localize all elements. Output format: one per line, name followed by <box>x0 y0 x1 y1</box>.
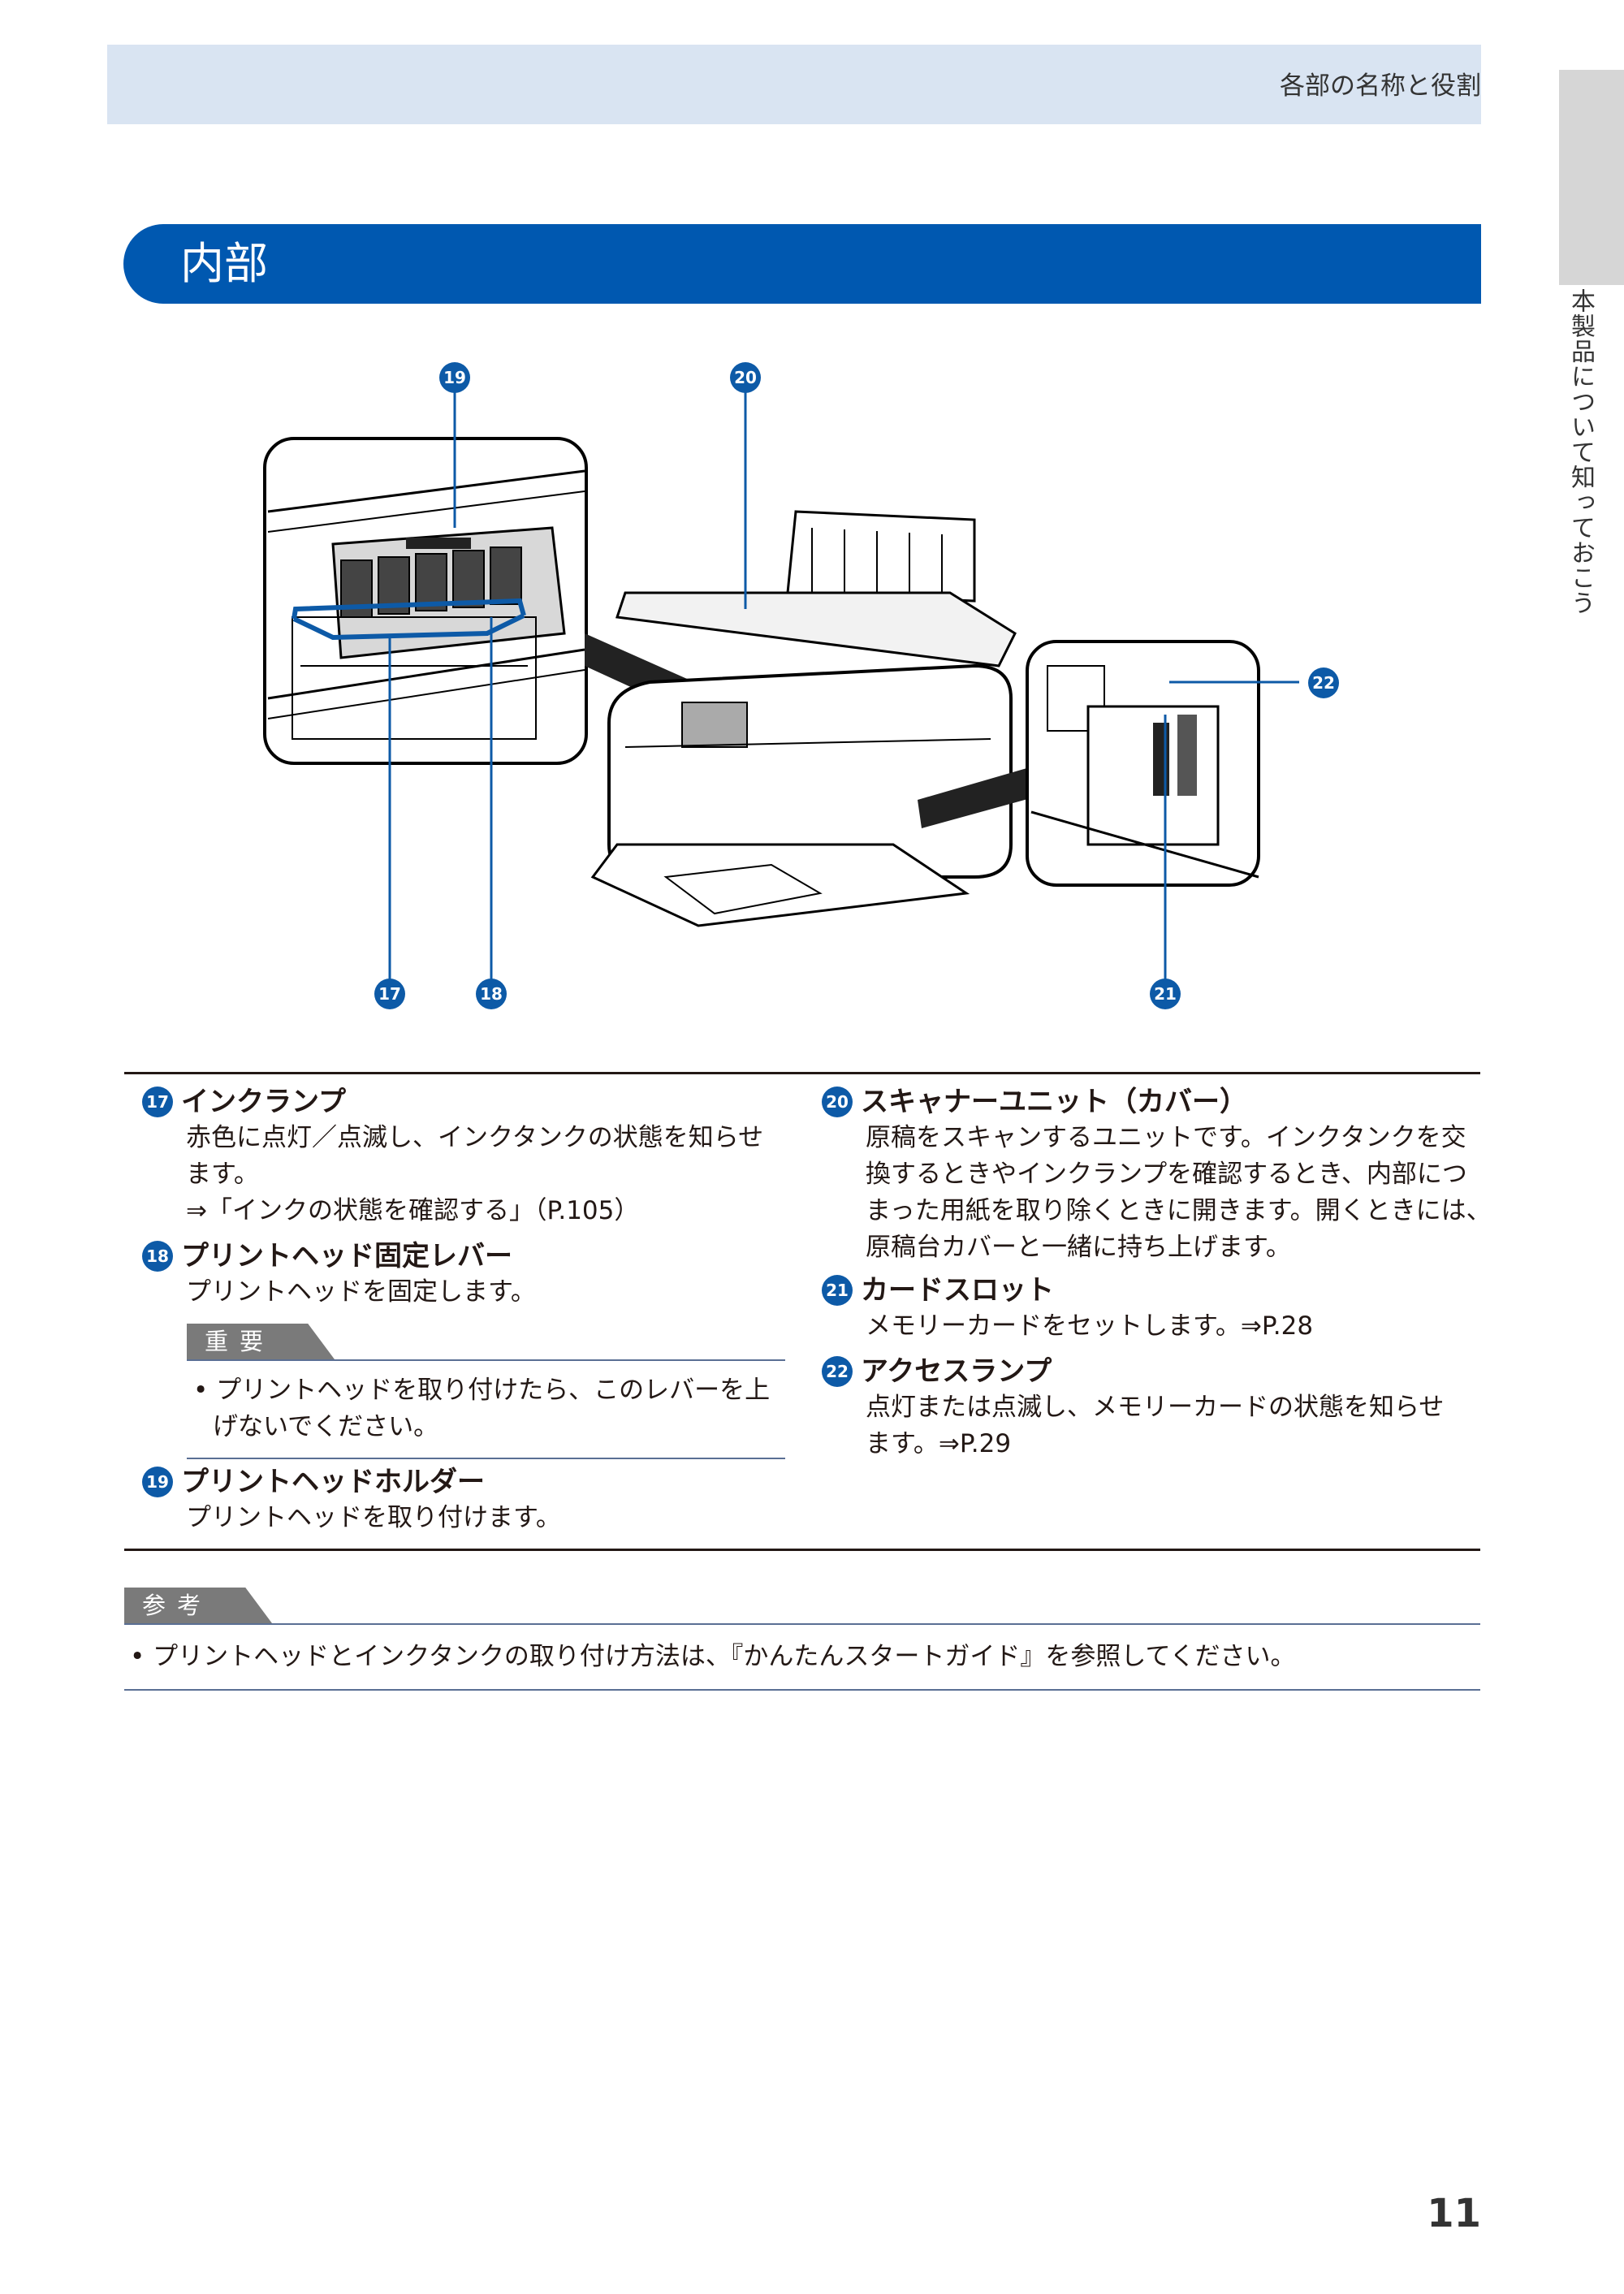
item-20-desc-line: 換するときやインクランプを確認するとき、内部につ <box>866 1160 1467 1189</box>
item-21: 21 カードスロット メモリーカードをセットします。⇒P.28 <box>822 1272 1313 1345</box>
table-bottom-rule <box>124 1549 1480 1551</box>
callout-20: 20 <box>730 362 761 393</box>
item-17-number: 17 <box>142 1087 173 1117</box>
item-18: 18 プリントヘッド固定レバー プリントヘッドを固定します。 <box>142 1238 536 1311</box>
important-label: 重要 <box>187 1324 335 1359</box>
card-slot-inset <box>1026 640 1260 887</box>
item-20-number: 20 <box>822 1087 853 1117</box>
reference-label: 参考 <box>124 1588 272 1623</box>
header-band <box>107 45 1481 124</box>
item-21-desc: メモリーカードをセットします。⇒P.28 <box>866 1311 1314 1341</box>
important-bullet-line: • プリントヘッドを取り付けたら、このレバーを上 <box>193 1376 771 1405</box>
item-21-number: 21 <box>822 1275 853 1306</box>
reference-top-rule <box>124 1623 1480 1625</box>
item-20-desc-line: 原稿台カバーと一緒に持ち上げます。 <box>866 1233 1291 1262</box>
printer-body <box>590 510 1017 927</box>
item-17: 17 インクランプ 赤色に点灯／点滅し、インクタンクの状態を知らせ ます。 ⇒「イ… <box>142 1084 763 1229</box>
item-20: 20 スキャナーユニット（カバー） 原稿をスキャンするユニットです。インクタンクを… <box>822 1084 1492 1266</box>
leader-lines <box>388 390 1299 987</box>
item-17-desc-line: 赤色に点灯／点滅し、インクタンクの状態を知らせ <box>186 1123 764 1152</box>
side-tab-label: 本製品について知っておこう <box>1566 288 1595 616</box>
important-note: • プリントヘッドを取り付けたら、このレバーを上 げないでください。 <box>193 1372 770 1445</box>
reference-bottom-rule <box>124 1689 1480 1691</box>
item-17-desc-line: ます。 <box>186 1160 259 1189</box>
item-20-title: スキャナーユニット（カバー） <box>861 1086 1247 1118</box>
callout-17: 17 <box>374 979 405 1009</box>
section-bar <box>123 224 1481 304</box>
item-18-title: プリントヘッド固定レバー <box>181 1240 512 1272</box>
side-tab <box>1559 70 1624 285</box>
section-title: 内部 <box>180 238 268 289</box>
item-19: 19 プリントヘッドホルダー プリントヘッドを取り付けます。 <box>142 1464 561 1536</box>
callout-21: 21 <box>1150 979 1181 1009</box>
item-19-title: プリントヘッドホルダー <box>181 1466 485 1498</box>
item-17-reference-link[interactable]: ⇒「インクの状態を確認する」（P.105） <box>186 1196 640 1225</box>
item-22-number: 22 <box>822 1356 853 1387</box>
item-22: 22 アクセスランプ 点灯または点滅し、メモリーカードの状態を知らせ ます。⇒P.… <box>822 1354 1444 1462</box>
item-22-desc-line: ます。⇒P.29 <box>866 1429 1012 1458</box>
item-19-number: 19 <box>142 1467 173 1497</box>
important-bottom-rule <box>187 1458 785 1459</box>
item-19-desc: プリントヘッドを取り付けます。 <box>186 1503 561 1532</box>
item-20-desc-line: 原稿をスキャンするユニットです。インクタンクを交 <box>866 1123 1466 1152</box>
item-18-desc: プリントヘッドを固定します。 <box>186 1277 536 1307</box>
item-20-desc-line: まった用紙を取り除くときに開きます。開くときには、 <box>866 1196 1492 1225</box>
page-number: 11 <box>1427 2191 1481 2236</box>
item-21-title: カードスロット <box>861 1274 1054 1307</box>
item-17-title: インクランプ <box>181 1086 346 1118</box>
table-top-rule <box>124 1072 1480 1074</box>
item-22-desc-line: 点灯または点滅し、メモリーカードの状態を知らせ <box>866 1393 1445 1422</box>
callout-18: 18 <box>476 979 507 1009</box>
item-22-title: アクセスランプ <box>861 1355 1052 1388</box>
important-bullet-line: げないでください。 <box>213 1412 439 1441</box>
item-18-number: 18 <box>142 1241 173 1272</box>
print-head-inset <box>263 437 588 765</box>
important-top-rule <box>187 1359 785 1361</box>
chapter-title: 各部の名称と役割 <box>1280 71 1481 101</box>
callout-22: 22 <box>1308 667 1339 698</box>
printer-interior-illustration <box>263 390 1299 987</box>
reference-bullet: • プリントヘッドとインクタンクの取り付け方法は、『かんたんスタートガイド』を参… <box>130 1642 1296 1671</box>
callout-19: 19 <box>439 362 470 393</box>
